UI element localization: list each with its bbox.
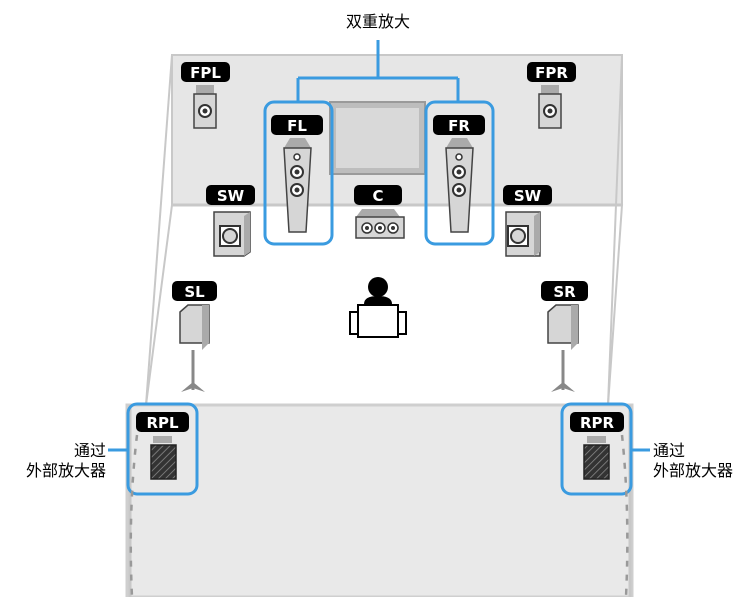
rear-arc-left (129, 434, 139, 597)
speaker-rpl-label: RPL (146, 414, 179, 432)
speaker-fpr-label: FPR (535, 64, 568, 82)
external-amp-left-line2: 外部放大器 (26, 461, 106, 480)
speaker-rpr: RPR (570, 412, 624, 480)
speaker-c-label: C (372, 187, 383, 205)
rear-arc-right (620, 434, 629, 597)
speaker-fr-label: FR (448, 117, 470, 135)
speaker-fpl: FPL (181, 62, 230, 129)
speaker-fpr: FPR (527, 62, 576, 129)
fl-highlight (263, 100, 334, 246)
external-amp-left-line1: 通过 (74, 441, 106, 460)
speaker-rpr-label: RPR (580, 414, 615, 432)
speaker-sw-right: SW (503, 185, 552, 257)
room-rear-area (125, 403, 634, 597)
speaker-sl-label: SL (184, 283, 205, 301)
speaker-fpl-label: FPL (190, 64, 221, 82)
tv (329, 101, 426, 175)
external-amp-right-line2: 外部放大器 (653, 461, 733, 480)
speaker-fl: FL (271, 115, 323, 233)
external-amp-right-line1: 通过 (653, 441, 685, 460)
speaker-sr-label: SR (553, 283, 576, 301)
speaker-sw-right-label: SW (514, 187, 542, 205)
speaker-fl-label: FL (287, 117, 307, 135)
speaker-c: C (354, 185, 405, 239)
speaker-sr: SR (541, 281, 588, 392)
speaker-sl: SL (172, 281, 217, 392)
fr-highlight (424, 100, 495, 246)
speaker-sw-left-label: SW (217, 187, 245, 205)
speaker-fr: FR (433, 115, 485, 233)
bi-amp-bracket (296, 40, 460, 102)
speaker-rpl: RPL (136, 412, 189, 480)
bi-amp-label: 双重放大 (346, 12, 410, 31)
speaker-sw-left: SW (206, 185, 255, 257)
listener (349, 277, 407, 338)
